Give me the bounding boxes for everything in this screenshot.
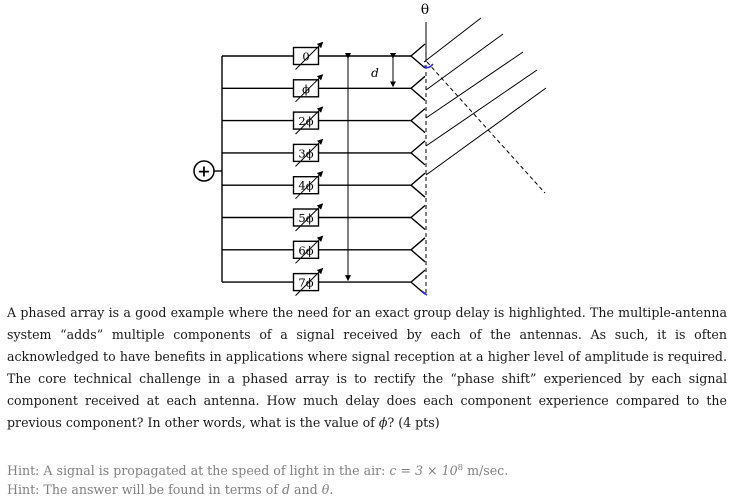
antenna-row-3: 3ϕ [222,138,426,167]
antenna-element-4 [409,172,426,198]
summer-circle [193,160,215,182]
phase-label-4: 4ϕ [298,179,313,193]
antenna-row-7: 7ϕ [222,267,426,296]
incident-ray-2 [425,51,524,119]
hint2-end: . [329,482,334,497]
antenna-row-0: 0 [222,41,426,70]
static-elements: + d θ [193,2,547,296]
incident-ray-4 [425,87,547,176]
phase-label-5: 5ϕ [298,211,313,225]
hint1-unit: m/sec. [463,463,509,479]
antenna-element-3 [409,140,426,166]
tunable-arrow-1 [295,74,324,103]
tunable-arrow-6 [295,235,324,264]
antenna-element-5 [409,204,426,231]
antenna-row-4: 4ϕ [222,170,426,200]
antenna-row-1: ϕ [222,74,426,103]
question-body: A phased array is a good example where t… [7,305,727,430]
hint1-equation: c = 3 × 10 [389,463,458,479]
hint-speed-of-light: Hint: A signal is propagated at the spee… [7,458,727,482]
hint2-theta-symbol: θ [321,482,330,497]
phased-array-diagram: 0 ϕ 2ϕ 3ϕ 4ϕ 5ϕ 6ϕ 7ϕ + d θ [193,2,547,296]
tunable-arrow-4 [295,170,324,200]
antenna-row-5: 5ϕ [222,203,426,232]
antenna-rows: 0 ϕ 2ϕ 3ϕ 4ϕ 5ϕ 6ϕ 7ϕ [222,41,426,296]
spacing-label: d [371,66,379,80]
summer-symbol: + [197,162,210,181]
phase-label-7: 7ϕ [298,276,313,290]
tunable-arrow-3 [295,138,324,167]
antenna-row-2: 2ϕ [222,106,426,135]
phase-label-3: 3ϕ [298,146,313,160]
tunable-arrow-7 [295,267,324,296]
tunable-arrow-2 [295,106,324,135]
phase-label-6: 6ϕ [298,243,313,257]
wavefront-normal-dashed [426,61,546,194]
incident-ray-0 [423,17,482,63]
hint2-d-symbol: d [281,482,291,497]
hint2-prefix: Hint: The answer will be found in terms … [7,482,282,497]
question-phi-symbol: ϕ [378,414,388,430]
incident-ray-3 [425,69,538,147]
antenna-element-0 [409,43,426,69]
question-text: A phased array is a good example where t… [7,302,727,433]
antenna-element-6 [409,237,426,263]
angle-label: θ [421,2,429,18]
phase-label-0: 0 [302,50,309,64]
angle-arc-bottom [421,290,428,296]
antenna-element-7 [409,269,426,295]
antenna-element-2 [409,108,426,134]
antenna-row-6: 6ϕ [222,235,426,264]
incident-ray-1 [425,33,504,91]
hint1-prefix: Hint: A signal is propagated at the spee… [7,463,390,479]
hint2-and: and [290,482,322,497]
angle-arc [423,63,434,69]
phase-label-1: ϕ [302,82,310,96]
antenna-element-1 [409,75,426,101]
hint-answer-terms: Hint: The answer will be found in terms … [7,479,727,501]
tunable-arrow-5 [295,203,324,232]
tunable-arrow-0 [295,41,324,70]
question-points: ? (4 pts) [387,414,440,430]
hint1-exponent: 8 [457,463,464,473]
phase-label-2: 2ϕ [298,114,313,128]
